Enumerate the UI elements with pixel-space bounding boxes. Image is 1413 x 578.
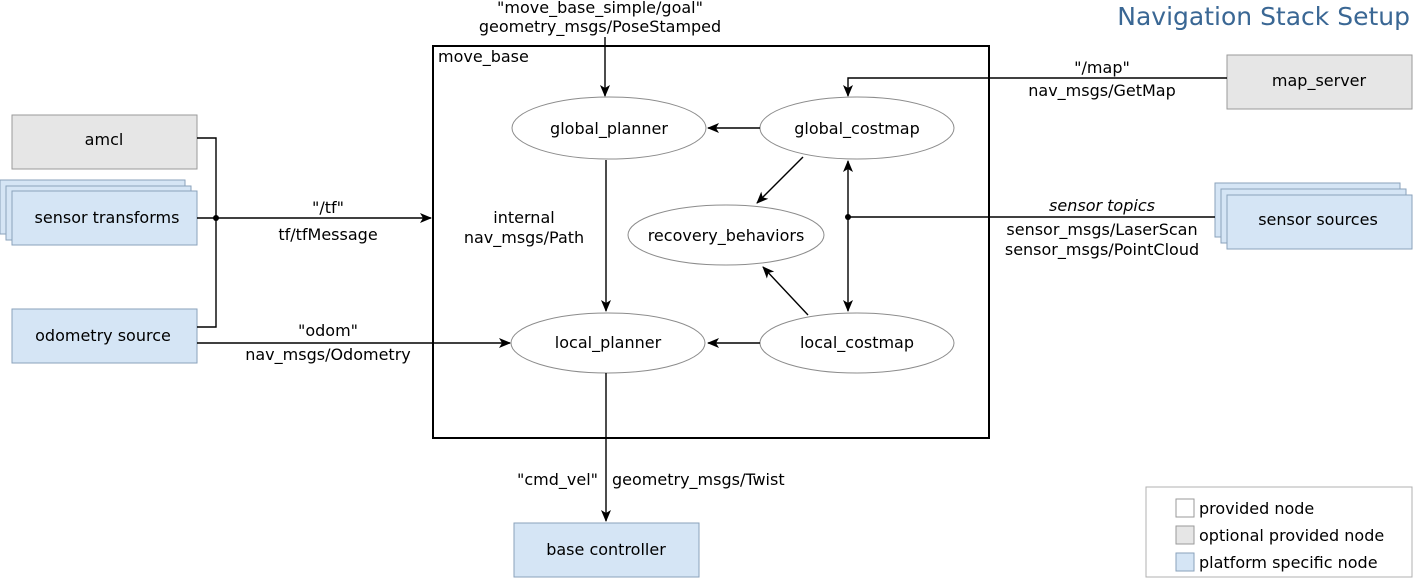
tf-topic-label: "/tf" bbox=[312, 198, 344, 217]
legend-swatch-provided bbox=[1175, 498, 1195, 518]
map-type-label: nav_msgs/GetMap bbox=[1028, 81, 1176, 101]
legend-swatch-optional bbox=[1175, 525, 1195, 545]
sensor-transforms-node: sensor transforms bbox=[0, 179, 198, 246]
sensor-type1-label: sensor_msgs/LaserScan bbox=[1006, 220, 1197, 240]
global-planner-label: global_planner bbox=[550, 119, 668, 139]
amcl-label: amcl bbox=[85, 130, 124, 149]
odometry-source-label: odometry source bbox=[35, 326, 171, 345]
recovery-behaviors-node: recovery_behaviors bbox=[627, 204, 825, 266]
legend: provided node optional provided node pla… bbox=[1145, 486, 1413, 578]
sensor-topic-label: sensor topics bbox=[1049, 196, 1155, 215]
map-server-node: map_server bbox=[1226, 54, 1413, 110]
legend-swatch-platform bbox=[1175, 552, 1195, 572]
legend-label-provided: provided node bbox=[1199, 499, 1314, 518]
sensor-transforms-label: sensor transforms bbox=[35, 208, 180, 227]
tf-junction-dot bbox=[213, 215, 219, 221]
internal-label: internal bbox=[493, 208, 554, 227]
internal-type-label: nav_msgs/Path bbox=[464, 228, 584, 248]
local-costmap-to-recovery-arrow bbox=[762, 266, 809, 316]
local-planner-label: local_planner bbox=[555, 333, 662, 353]
base-controller-node: base controller bbox=[513, 522, 700, 578]
sensor-type2-label: sensor_msgs/PointCloud bbox=[1005, 240, 1199, 260]
amcl-node: amcl bbox=[11, 114, 198, 170]
local-costmap-node: local_costmap bbox=[759, 312, 955, 374]
map-server-label: map_server bbox=[1272, 71, 1367, 91]
sensor-sources-node: sensor sources bbox=[1214, 182, 1413, 250]
legend-label-optional: optional provided node bbox=[1199, 526, 1384, 545]
odom-type-label: nav_msgs/Odometry bbox=[245, 345, 411, 365]
move-base-label: move_base bbox=[438, 47, 529, 67]
local-costmap-label: local_costmap bbox=[800, 333, 914, 353]
base-controller-label: base controller bbox=[546, 540, 666, 559]
tf-type-label: tf/tfMessage bbox=[278, 225, 377, 244]
sensor-junction-dot bbox=[845, 214, 851, 220]
global-costmap-node: global_costmap bbox=[759, 96, 955, 160]
global-costmap-label: global_costmap bbox=[794, 119, 920, 139]
recovery-behaviors-label: recovery_behaviors bbox=[648, 226, 805, 246]
cmd-vel-topic-label: "cmd_vel" bbox=[517, 470, 598, 490]
diagram-title: Navigation Stack Setup bbox=[1117, 2, 1410, 31]
tf-bracket bbox=[197, 137, 217, 328]
global-costmap-to-recovery-arrow bbox=[756, 156, 804, 204]
move-base-container bbox=[432, 45, 990, 439]
legend-label-platform: platform specific node bbox=[1199, 553, 1378, 572]
map-arrow bbox=[843, 77, 1227, 97]
sensor-sources-label: sensor sources bbox=[1258, 210, 1378, 229]
map-topic-label: "/map" bbox=[1074, 58, 1130, 77]
goal-topic-label: "move_base_simple/goal" bbox=[497, 0, 703, 18]
global-planner-node: global_planner bbox=[511, 96, 707, 160]
odom-topic-label: "odom" bbox=[298, 321, 358, 340]
local-planner-node: local_planner bbox=[510, 312, 706, 374]
odometry-source-node: odometry source bbox=[11, 308, 198, 364]
goal-type-label: geometry_msgs/PoseStamped bbox=[479, 17, 721, 37]
cmd-vel-type-label: geometry_msgs/Twist bbox=[612, 470, 785, 490]
